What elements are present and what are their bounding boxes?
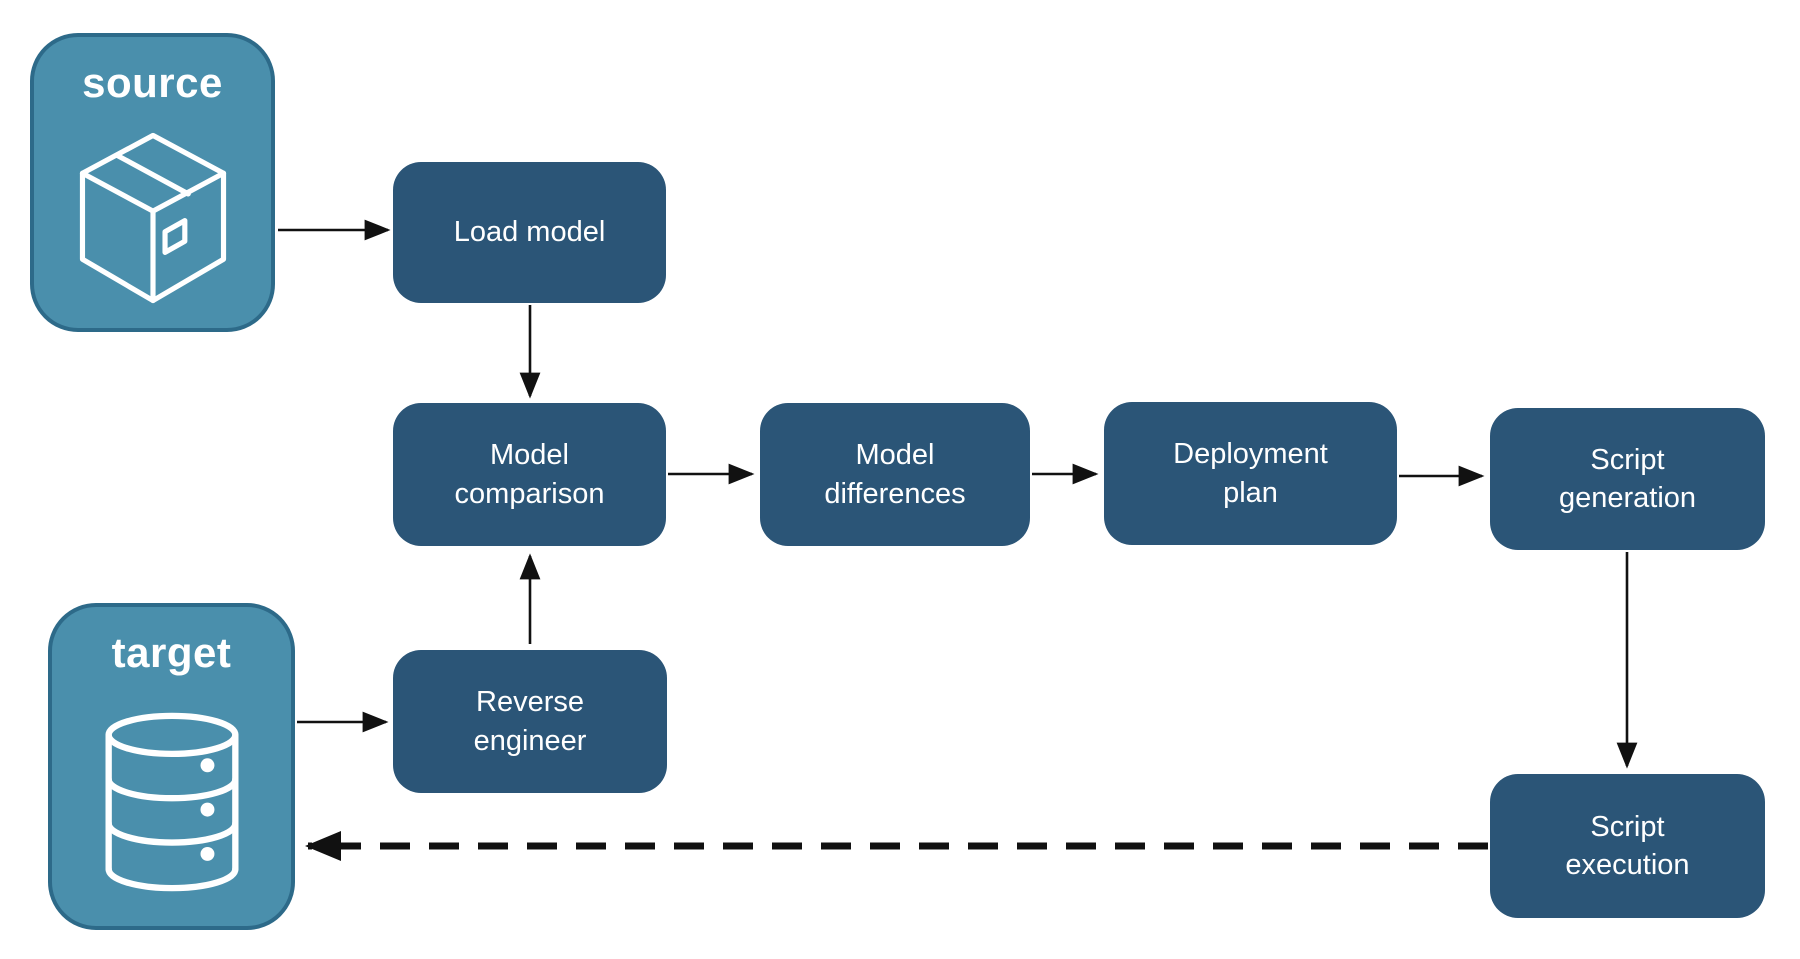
load-model-node: Load model <box>393 162 666 303</box>
package-icon <box>79 132 226 303</box>
source-node: source <box>30 33 275 332</box>
target-label: target <box>111 629 232 676</box>
target-icon-wrap <box>52 677 291 926</box>
script-execution-node: Script execution <box>1490 774 1765 918</box>
model-comparison-node: Model comparison <box>393 403 666 546</box>
script-generation-node: Script generation <box>1490 408 1765 550</box>
source-label: source <box>82 59 223 106</box>
reverse-engineer-node: Reverse engineer <box>393 650 667 793</box>
deployment-plan-node: Deployment plan <box>1104 402 1397 545</box>
source-icon-wrap <box>34 107 271 328</box>
target-node: target <box>48 603 295 930</box>
database-icon <box>105 712 238 891</box>
model-differences-node: Model differences <box>760 403 1030 546</box>
